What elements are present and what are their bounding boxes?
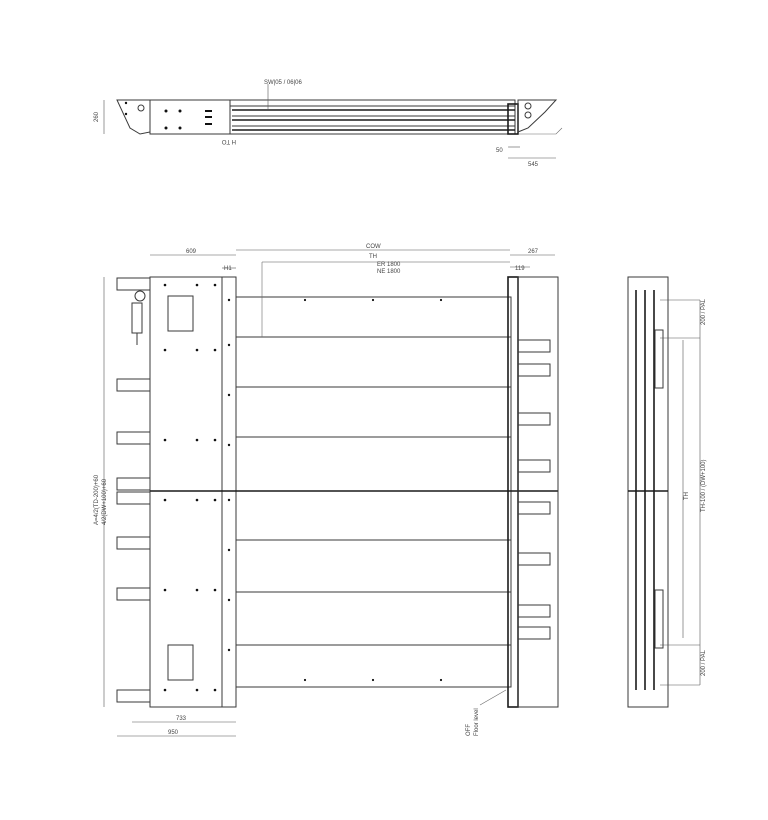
dim-top-right-small: 119 [515, 266, 525, 272]
floor-note-1: OFF [466, 724, 472, 736]
section-dim-mid-1: TH [684, 492, 690, 500]
section-dim-top: 200 / PAL [701, 298, 707, 325]
dim-right-width: 545 [528, 162, 539, 168]
dim-top-ne: NE 1800 [377, 269, 401, 275]
side-elevation-view: 260 H TO 50 545 SW|05 / 06|06 [94, 80, 563, 168]
plan-view: 609 H1 COW TH ER 1800 NE 1800 267 119 A=… [94, 244, 559, 737]
dim-top-overall: COW [366, 244, 381, 250]
section-dim-bottom: 200 / PAL [701, 649, 707, 676]
dim-left-vertical-1: A=4/2(TD-200)+60 [94, 474, 100, 525]
dim-left-small: H TO [222, 138, 236, 144]
floor-note-2: Floor level [474, 708, 480, 736]
section-dim-mid-2: TH-100 / (DW+100) [701, 459, 707, 512]
dim-height: 260 [94, 111, 100, 122]
dim-top-sub: TH [369, 254, 377, 260]
dim-left-vertical-2: 4/2(DW+100)+60 [102, 478, 108, 525]
dim-top-left-small: H1 [224, 266, 232, 272]
dim-bottom-outer: 950 [168, 730, 179, 736]
callout-label: SW|05 / 06|06 [264, 80, 302, 86]
dim-top-right: 267 [528, 249, 539, 255]
section-view: 200 / PAL TH TH-100 / (DW+100) 200 / PAL [627, 276, 707, 708]
dim-top-er: ER 1800 [377, 262, 401, 268]
dim-bottom-inner: 733 [176, 716, 187, 722]
dim-top-left: 609 [186, 249, 197, 255]
dim-right-small: 50 [496, 148, 503, 154]
